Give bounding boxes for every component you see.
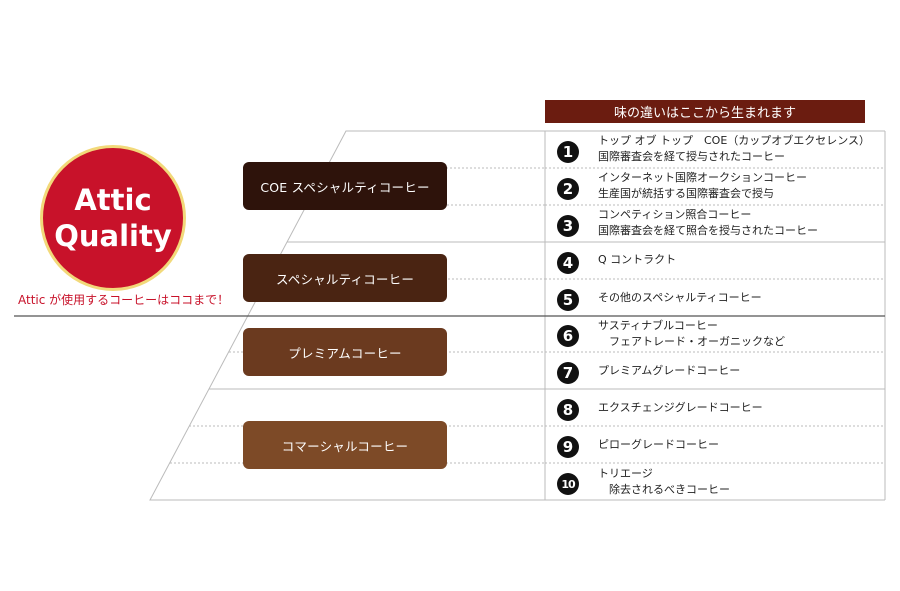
attic-quality-badge: Attic Quality [40, 145, 186, 291]
list-item: トリエージ 除去されるべきコーヒー [598, 466, 730, 498]
list-item: エクスチェンジグレードコーヒー [598, 400, 763, 416]
item-line1: その他のスペシャルティコーヒー [598, 291, 762, 304]
item-number: 9 [557, 436, 579, 458]
item-line2: 生産国が統括する国際審査会で授与 [598, 187, 774, 200]
item-line1: Q コントラクト [598, 253, 677, 266]
item-number: 8 [557, 399, 579, 421]
item-number: 10 [557, 473, 579, 495]
item-number: 1 [557, 141, 579, 163]
item-line1: ピローグレードコーヒー [598, 438, 719, 451]
item-line1: トップ オブ トップ COE（カップオブエクセレンス） [598, 134, 871, 147]
list-item: Q コントラクト [598, 252, 676, 268]
badge-line1: Attic [74, 183, 152, 217]
list-item: プレミアムグレードコーヒー [598, 363, 740, 379]
item-line2: 国際審査会を経て授与されたコーヒー [598, 150, 785, 163]
list-item: その他のスペシャルティコーヒー [598, 290, 762, 306]
usage-note: Attic が使用するコーヒーはココまで！ [18, 293, 230, 307]
tier-label-commercial: コマーシャルコーヒー [243, 421, 447, 469]
item-line1: エクスチェンジグレードコーヒー [598, 401, 763, 414]
item-line1: サスティナブルコーヒー [598, 319, 718, 332]
item-line1: コンペティション照合コーヒー [598, 208, 752, 221]
list-item: コンペティション照合コーヒー 国際審査会を経て照合を授与されたコーヒー [598, 207, 818, 239]
item-line2: 国際審査会を経て照合を授与されたコーヒー [598, 224, 818, 237]
item-number: 3 [557, 215, 579, 237]
list-item: トップ オブ トップ COE（カップオブエクセレンス） 国際審査会を経て授与され… [598, 133, 870, 165]
item-number: 6 [557, 325, 579, 347]
item-number: 5 [557, 289, 579, 311]
list-item: ピローグレードコーヒー [598, 437, 719, 453]
item-number: 2 [557, 178, 579, 200]
item-number: 7 [557, 362, 579, 384]
item-line1: インターネット国際オークションコーヒー [598, 171, 807, 184]
tier-label-premium: プレミアムコーヒー [243, 328, 447, 376]
tier-label-coe: COE スペシャルティコーヒー [243, 162, 447, 210]
list-item: サスティナブルコーヒー フェアトレード・オーガニックなど [598, 318, 785, 350]
tier-label-specialty: スペシャルティコーヒー [243, 254, 447, 302]
item-number: 4 [557, 252, 579, 274]
item-line2: フェアトレード・オーガニックなど [598, 335, 785, 348]
section-header: 味の違いはここから生まれます [545, 100, 865, 123]
item-line1: トリエージ [598, 467, 653, 480]
item-line1: プレミアムグレードコーヒー [598, 364, 741, 377]
badge-line2: Quality [54, 219, 172, 253]
item-line2: 除去されるべきコーヒー [598, 483, 730, 496]
list-item: インターネット国際オークションコーヒー 生産国が統括する国際審査会で授与 [598, 170, 807, 202]
